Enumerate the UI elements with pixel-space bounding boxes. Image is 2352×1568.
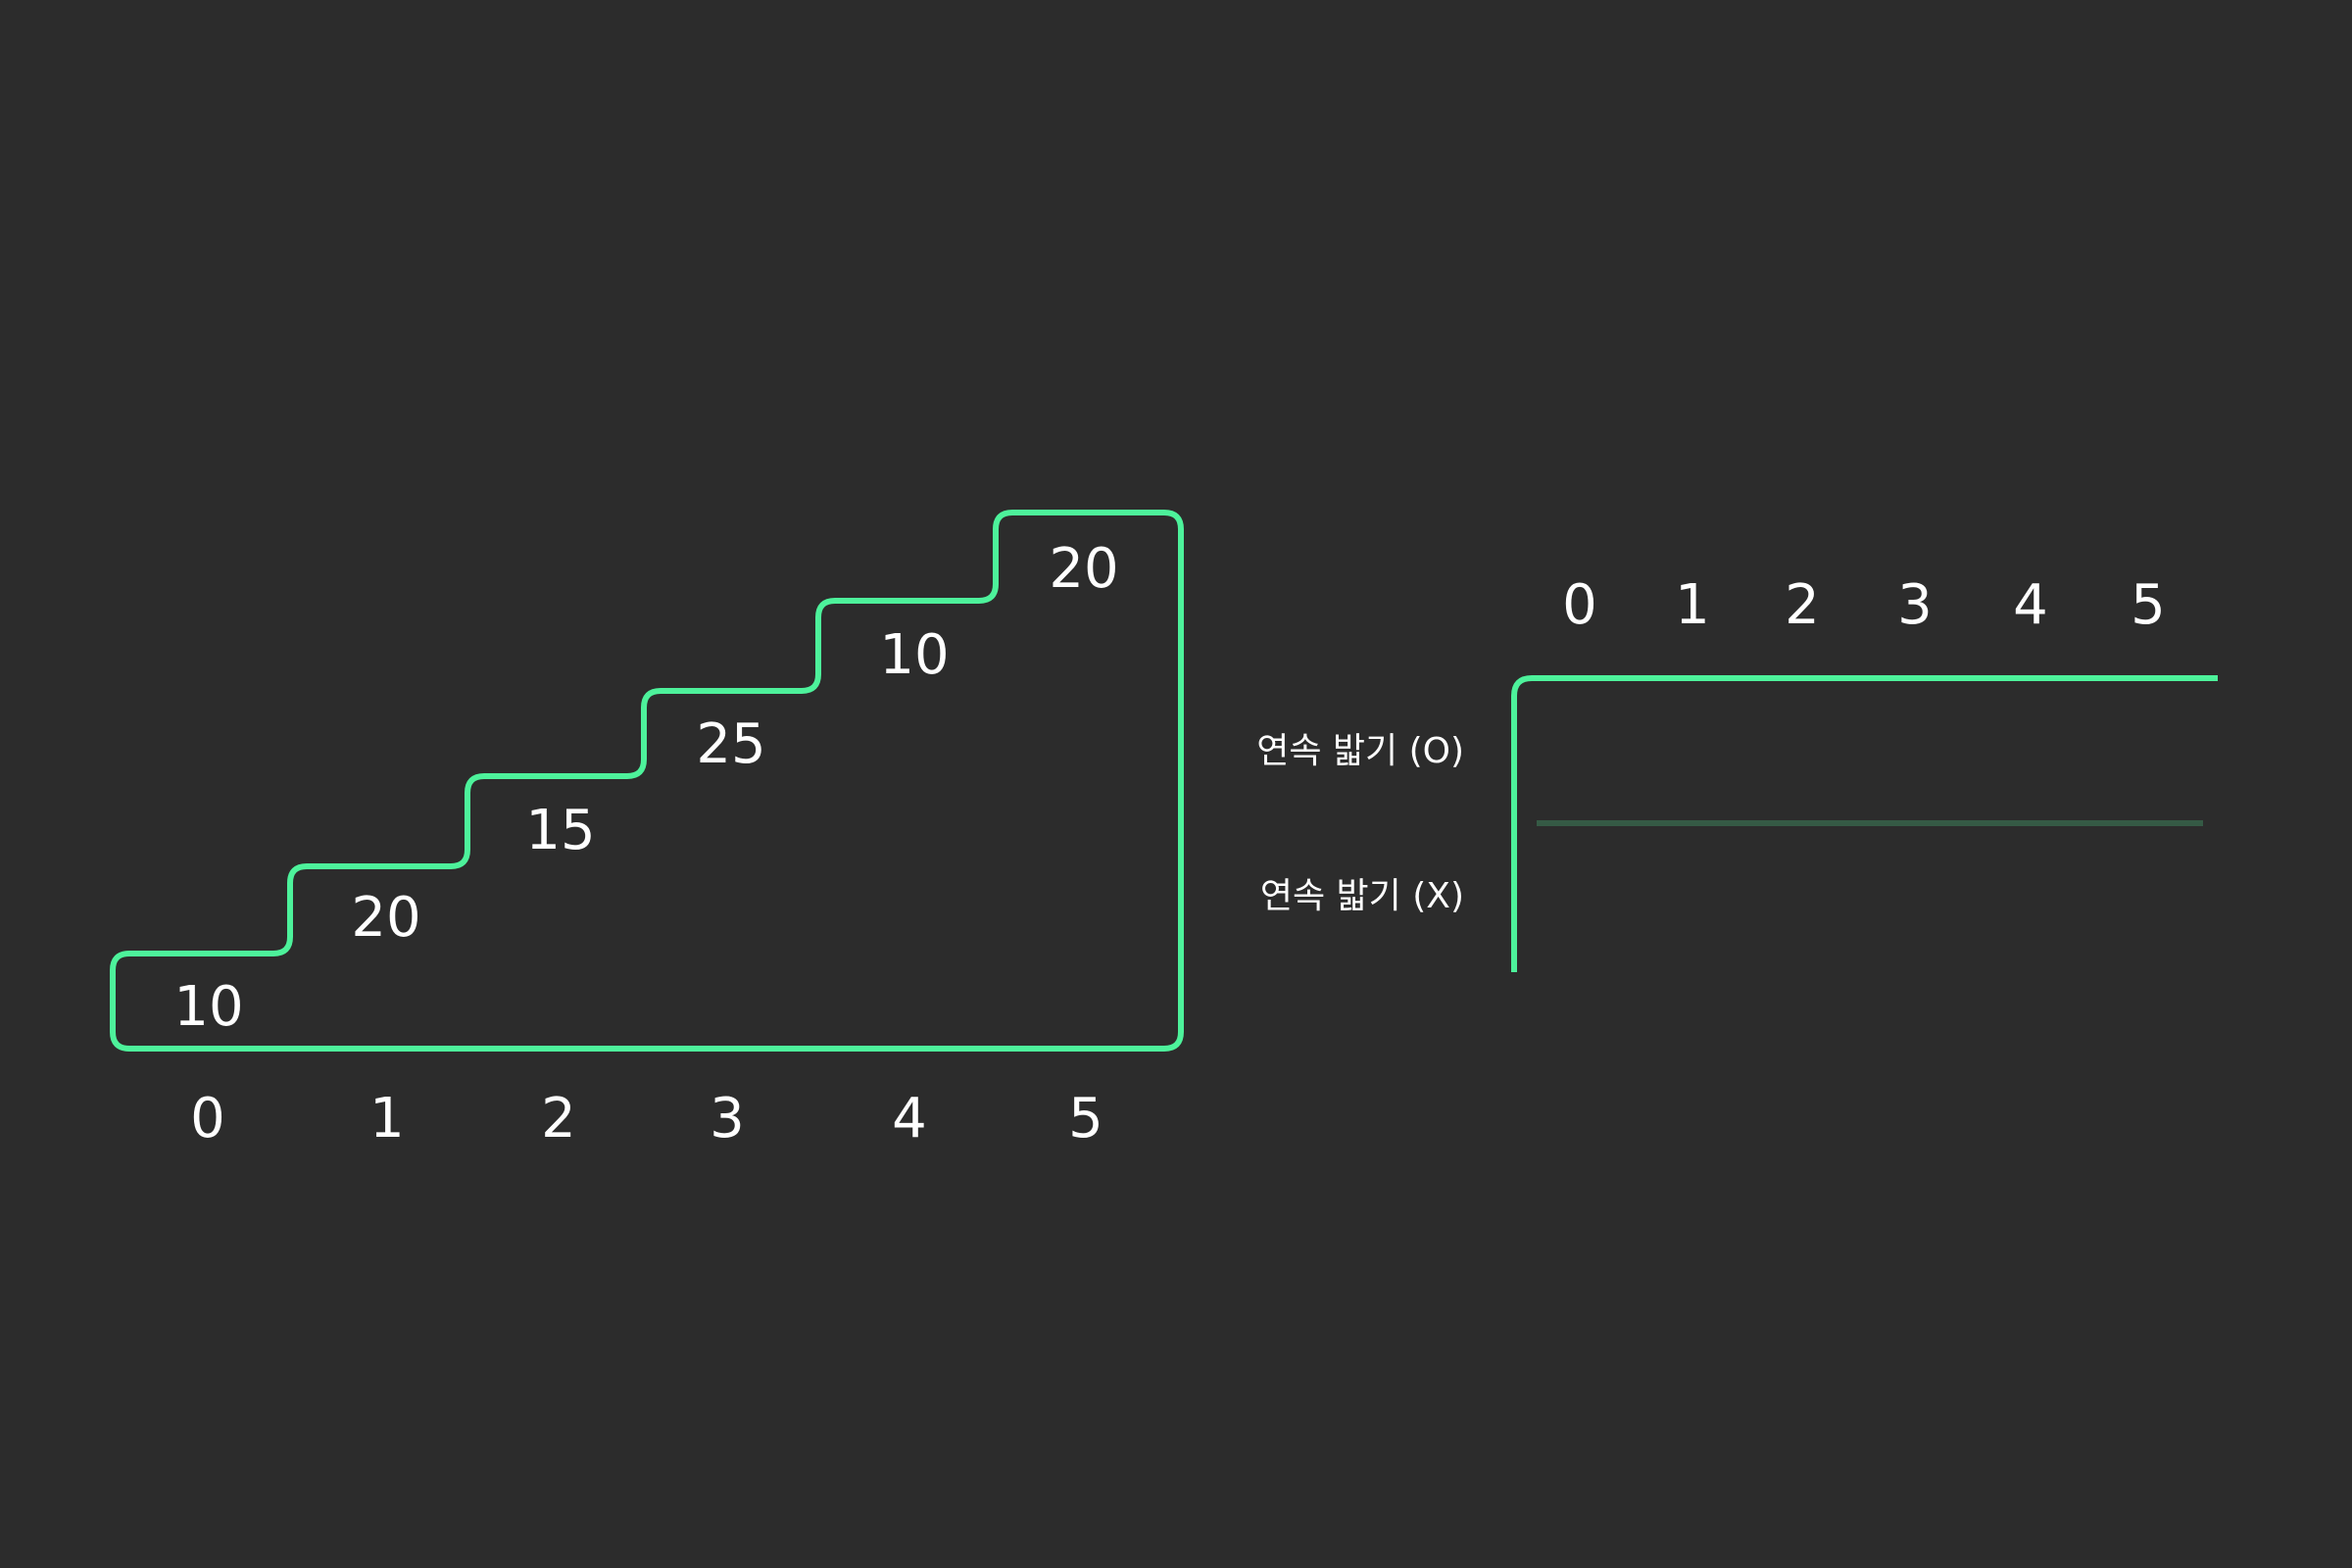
step-index-1: 1	[369, 1087, 405, 1151]
table-index-2: 2	[1785, 573, 1820, 637]
step-index-4: 4	[892, 1087, 927, 1151]
staircase-outline	[110, 510, 1184, 1052]
table-frame	[1511, 675, 2218, 972]
row-label-non-consecutive: 연속 밟기 (X)	[1260, 876, 1464, 916]
table-index-0: 0	[1562, 573, 1597, 637]
table-index-3: 3	[1897, 573, 1933, 637]
step-value-5: 20	[1049, 537, 1118, 601]
step-index-5: 5	[1068, 1087, 1103, 1151]
step-value-4: 10	[879, 623, 949, 687]
step-value-2: 15	[525, 799, 595, 862]
table-index-5: 5	[2131, 573, 2166, 637]
step-value-3: 25	[696, 712, 765, 776]
step-value-1: 20	[351, 886, 420, 950]
step-value-0: 10	[173, 975, 243, 1039]
table-index-4: 4	[2013, 573, 2048, 637]
row-label-consecutive: 연속 밟기 (O)	[1256, 731, 1464, 771]
step-index-3: 3	[710, 1087, 745, 1151]
step-index-2: 2	[541, 1087, 576, 1151]
step-index-0: 0	[190, 1087, 225, 1151]
table-index-1: 1	[1675, 573, 1710, 637]
